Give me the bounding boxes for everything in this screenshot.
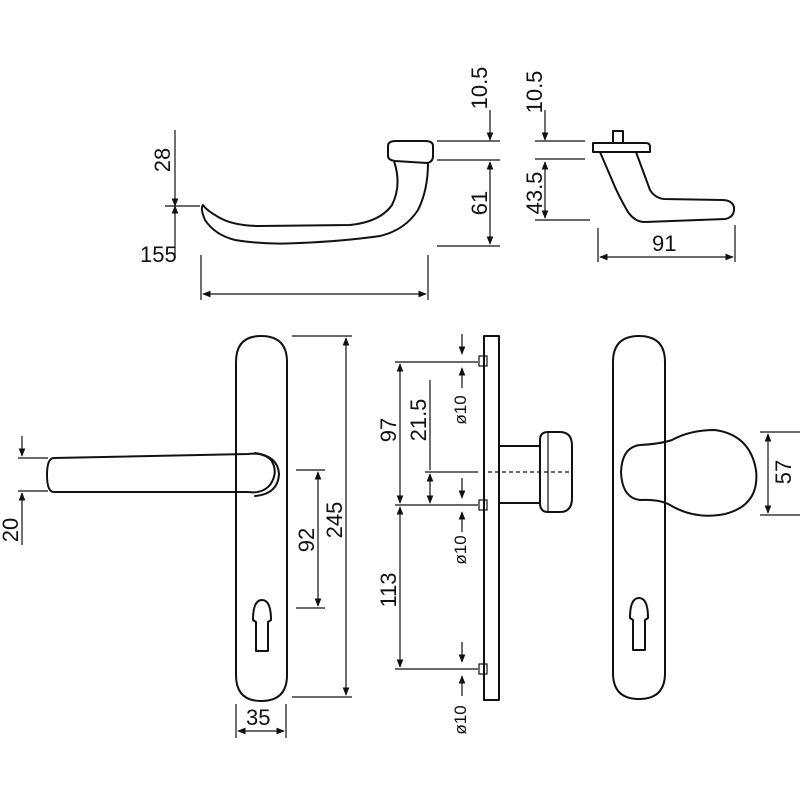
- dim-side-projection: 91: [597, 225, 736, 262]
- lever-top-view: [200, 140, 434, 245]
- dim-lever-length: [200, 255, 429, 300]
- dim-text-113: 113: [376, 572, 401, 607]
- cylinder-keyhole: [252, 599, 272, 652]
- lever-top-outline: [387, 140, 434, 164]
- fixing-hole-middle: [478, 499, 488, 511]
- fixing-hole-top: [478, 355, 488, 367]
- dim-plate-height: 245: [292, 335, 352, 698]
- dim-front-rose-lever: 10.5 61: [437, 67, 500, 247]
- dim-fixing-holes: 97 21.5 113: [376, 361, 478, 670]
- dim-spindle-cylinder: 92: [294, 469, 325, 609]
- knob-side-head: [539, 431, 573, 513]
- dim-lever-thickness: 20: [0, 436, 48, 545]
- lever-side-view: [592, 130, 736, 223]
- lever-side-grip: [599, 151, 736, 223]
- knob-side-neck: [498, 445, 541, 504]
- dim-text-hole-top: ø10: [451, 395, 470, 424]
- dim-text-hole-middle: ø10: [451, 535, 470, 564]
- dim-text-92: 92: [294, 528, 319, 552]
- dim-hole-diameters: ø10 ø10 ø10: [451, 334, 470, 735]
- knob-plate-front: [612, 335, 758, 700]
- fixing-hole-bottom: [478, 663, 488, 675]
- knob-plate-side: [478, 335, 573, 701]
- dim-text-43-5: 43.5: [522, 172, 547, 215]
- dim-text-57: 57: [771, 460, 796, 484]
- dim-text-61: 61: [467, 191, 492, 215]
- dim-text-35: 35: [246, 705, 270, 730]
- knob-backplate-outline: [612, 335, 666, 700]
- dim-plate-width: 35: [235, 704, 287, 738]
- plate-lever-front: [46, 335, 288, 702]
- lever-rose-ring: [254, 452, 280, 497]
- dim-text-245: 245: [322, 502, 347, 539]
- dim-side-rose-drop: 10.5 43.5: [522, 71, 590, 221]
- dim-lever-height-28: 28 155: [140, 130, 200, 267]
- lever-bar: [46, 452, 276, 494]
- backplate-outline: [235, 335, 288, 702]
- lever-side-rose: [592, 142, 651, 153]
- dim-text-hole-bottom: ø10: [451, 705, 470, 734]
- dim-text-28: 28: [150, 148, 175, 172]
- lever-top-grip: [200, 160, 429, 245]
- knob-front: [620, 429, 758, 517]
- dim-text-91: 91: [652, 231, 676, 256]
- dim-text-10-5-side: 10.5: [522, 71, 547, 114]
- dim-text-97: 97: [376, 418, 401, 442]
- dim-text-21-5: 21.5: [406, 399, 431, 442]
- dim-text-20: 20: [0, 518, 23, 542]
- side-backplate: [483, 335, 500, 701]
- dim-knob-diameter: 57: [760, 431, 800, 516]
- knob-plate-keyhole: [629, 597, 649, 651]
- dim-text-155: 155: [140, 242, 177, 267]
- lever-side-spindle-stub: [612, 130, 624, 144]
- dim-text-10-5-front: 10.5: [467, 67, 492, 110]
